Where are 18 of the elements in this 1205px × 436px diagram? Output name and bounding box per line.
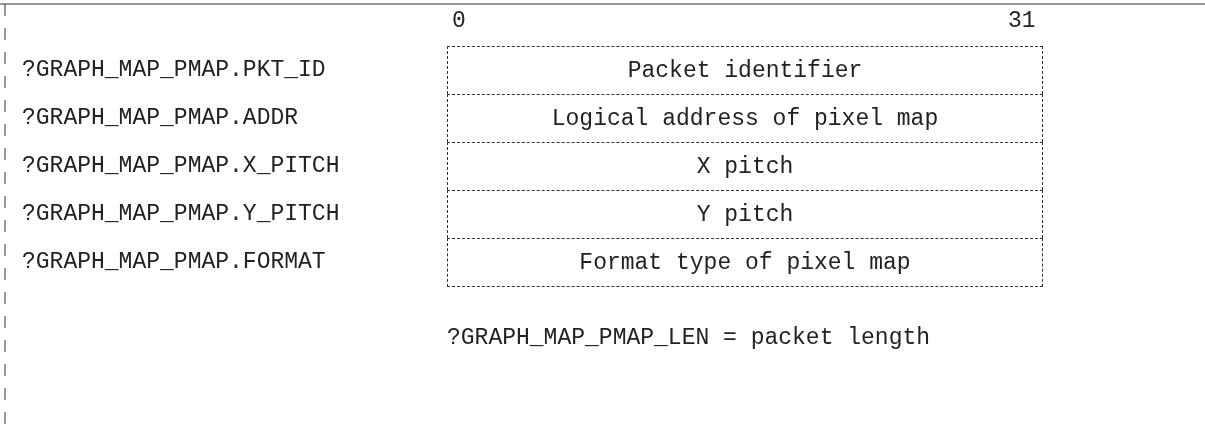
bit-number: 0 [452,8,466,34]
bit-number: 31 [1008,8,1036,34]
field-name: ?GRAPH_MAP_PMAP.ADDR [22,105,299,131]
field-description: Logical address of pixel map [551,105,939,132]
field-name: ?GRAPH_MAP_PMAP.Y_PITCH [22,201,340,227]
field-row [447,190,1043,238]
field-name: ?GRAPH_MAP_PMAP.X_PITCH [22,153,340,179]
field-description: Format type of pixel map [579,249,911,276]
field-name: ?GRAPH_MAP_PMAP.PKT_ID [22,57,326,83]
field-row [447,238,1043,287]
field-row [447,94,1043,142]
field-row [447,46,1043,94]
field-description: X pitch [696,153,794,180]
field-description: Packet identifier [627,57,863,84]
field-row [447,142,1043,190]
field-name: ?GRAPH_MAP_PMAP.FORMAT [22,249,326,275]
note: ?GRAPH_MAP_PMAP_LEN = packet length [447,325,931,351]
field-description: Y pitch [696,201,794,228]
